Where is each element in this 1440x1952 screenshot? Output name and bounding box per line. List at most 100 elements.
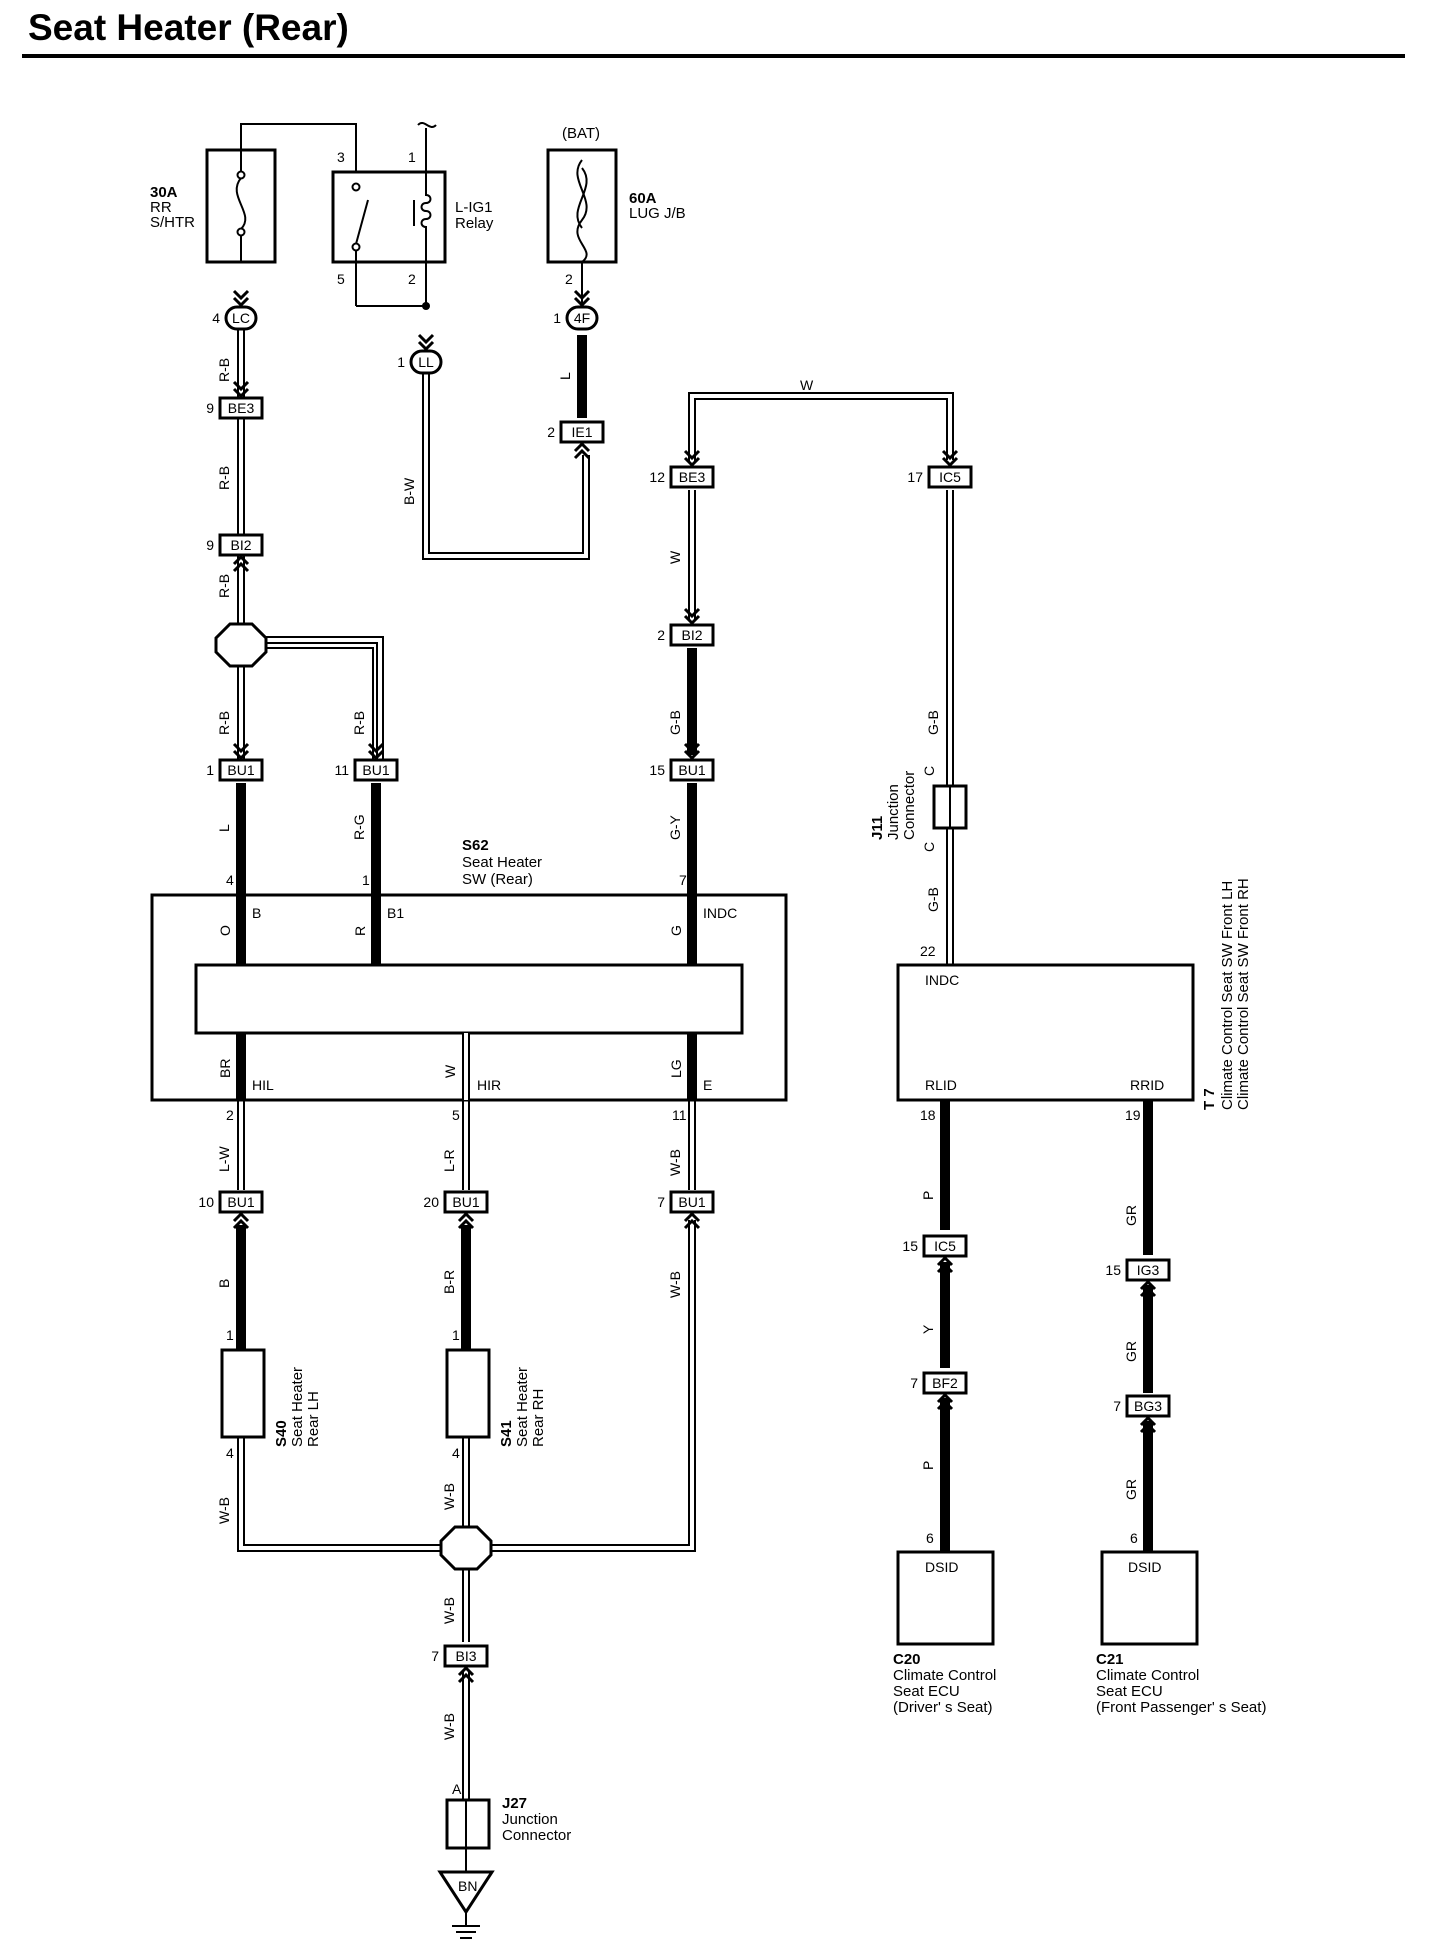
connector-pin: 2 xyxy=(547,424,555,440)
wire-wb-s40 xyxy=(237,1437,448,1552)
connector-pin: 15 xyxy=(902,1238,918,1254)
j11-term-c-bot: C xyxy=(921,842,937,852)
arrow-down-icon xyxy=(417,333,435,345)
s41-pin-4: 4 xyxy=(452,1445,460,1461)
s62-term-hil: HIL xyxy=(252,1077,274,1093)
fuse-to-relay-wire xyxy=(240,123,357,172)
wire-code-gr2: GR xyxy=(1123,1341,1139,1362)
fuse-lug-line1: LUG J/B xyxy=(629,205,686,222)
splice-rb xyxy=(214,622,268,668)
s62-term-b: B xyxy=(252,905,261,921)
arrow-up-icon xyxy=(936,1255,954,1267)
connector-label: IC5 xyxy=(939,469,961,485)
connector-pin: 2 xyxy=(657,627,665,643)
c21-name1: Climate Control xyxy=(1096,1667,1199,1684)
s40-pin-4: 4 xyxy=(226,1445,234,1461)
fuse-lug-pin: 2 xyxy=(565,271,573,287)
connector-pin: 10 xyxy=(198,1194,214,1210)
t7-box xyxy=(896,963,1195,1102)
arrow-down-icon xyxy=(232,296,250,308)
connector-label: LC xyxy=(232,310,250,326)
wire-code-lr: L-R xyxy=(441,1149,457,1172)
c20-name3: (Driver' s Seat) xyxy=(893,1699,993,1716)
c21-name2: Seat ECU xyxy=(1096,1683,1163,1700)
connector-label: BU1 xyxy=(227,1194,254,1210)
connector-pin: 1 xyxy=(397,354,405,370)
arrow-up-icon xyxy=(683,1218,701,1230)
connector-ll: LL1 xyxy=(397,333,443,375)
relay-pin-5: 5 xyxy=(337,271,345,287)
arrow-up-icon xyxy=(573,441,591,453)
wire-code-w-top: W xyxy=(800,377,814,393)
connector-lc: LC4 xyxy=(212,289,258,331)
connector-pin: 1 xyxy=(206,762,214,778)
connector-pin: 7 xyxy=(431,1648,439,1664)
arrow-up-icon xyxy=(573,448,591,460)
s62-pin-4: 4 xyxy=(226,872,234,888)
connector-label: IC5 xyxy=(934,1238,956,1254)
connector-label: BF2 xyxy=(932,1375,958,1391)
relay-pin-2: 2 xyxy=(408,271,416,287)
wire-code-lw: L-W xyxy=(216,1146,232,1172)
j11-name2: Connector xyxy=(901,771,918,840)
c20-pin: 6 xyxy=(926,1530,934,1546)
wire-code-rb2: R-B xyxy=(216,466,232,490)
t7-pin-18: 18 xyxy=(920,1107,936,1123)
wire-code-l-bat: L xyxy=(557,372,573,380)
c20-name2: Seat ECU xyxy=(893,1683,960,1700)
relay-name1: L-IG1 xyxy=(455,199,493,216)
connector-pin: 7 xyxy=(910,1375,918,1391)
s62-wire-o: O xyxy=(217,925,233,936)
wire-code-rg: R-G xyxy=(351,814,367,840)
arrow-up-icon xyxy=(1139,1422,1157,1434)
wire-code-gb-mid: G-B xyxy=(667,710,683,735)
fuse-lug-jb xyxy=(546,148,618,306)
s41-code: S41 xyxy=(498,1420,515,1447)
fuse-lug-amp: 60A xyxy=(629,190,657,207)
s40-code: S40 xyxy=(273,1420,290,1447)
wire-code-gb-j11-top: G-B xyxy=(925,710,941,735)
wire-code-rb3: R-B xyxy=(216,574,232,598)
s62-wire-w: W xyxy=(442,1064,458,1078)
connector-pin: 17 xyxy=(907,469,923,485)
arrow-down-icon xyxy=(232,387,250,399)
t7-name2: Climate Control Seat SW Front RH xyxy=(1235,878,1252,1110)
connector-ic5-top: IC5 17 xyxy=(907,449,973,489)
wire-code-l-left: L xyxy=(216,824,232,832)
arrow-down-icon xyxy=(683,749,701,761)
connector-label: IG3 xyxy=(1137,1262,1160,1278)
connector-pin: 7 xyxy=(657,1194,665,1210)
wire-code-wb-bi3-top: W-B xyxy=(441,1597,457,1624)
splice-wb xyxy=(439,1525,493,1571)
wire-code-wb-s41: W-B xyxy=(441,1483,457,1510)
ground-label: BN xyxy=(458,1878,477,1894)
arrow-down-icon xyxy=(573,289,591,301)
wire-w-top xyxy=(688,392,954,463)
j27-code: J27 xyxy=(502,1795,527,1812)
s62-term-hir: HIR xyxy=(477,1077,501,1093)
s62-pin-5: 5 xyxy=(452,1107,460,1123)
arrow-down-icon xyxy=(683,456,701,468)
connector-label: 4F xyxy=(574,310,590,326)
wire-code-gr1: GR xyxy=(1123,1205,1139,1226)
wire-code-gy: G-Y xyxy=(667,814,683,840)
connector-label: BU1 xyxy=(452,1194,479,1210)
connector-pin: 9 xyxy=(206,537,214,553)
s41-heater xyxy=(445,1348,491,1439)
c20-term-dsid: DSID xyxy=(925,1559,958,1575)
connector-pin: 1 xyxy=(553,310,561,326)
j27-name1: Junction xyxy=(502,1811,558,1828)
connector-label: BG3 xyxy=(1134,1398,1162,1414)
connector-pin: 7 xyxy=(1113,1398,1121,1414)
connector-label: IE1 xyxy=(571,424,592,440)
arrow-down-icon xyxy=(941,449,959,461)
wire-wb-right xyxy=(490,1100,696,1552)
relay-name2: Relay xyxy=(455,215,494,232)
s62-pin-11: 11 xyxy=(672,1107,687,1123)
connector-bf2: BF2 7 xyxy=(910,1371,968,1411)
s62-pin-7: 7 xyxy=(679,872,687,888)
